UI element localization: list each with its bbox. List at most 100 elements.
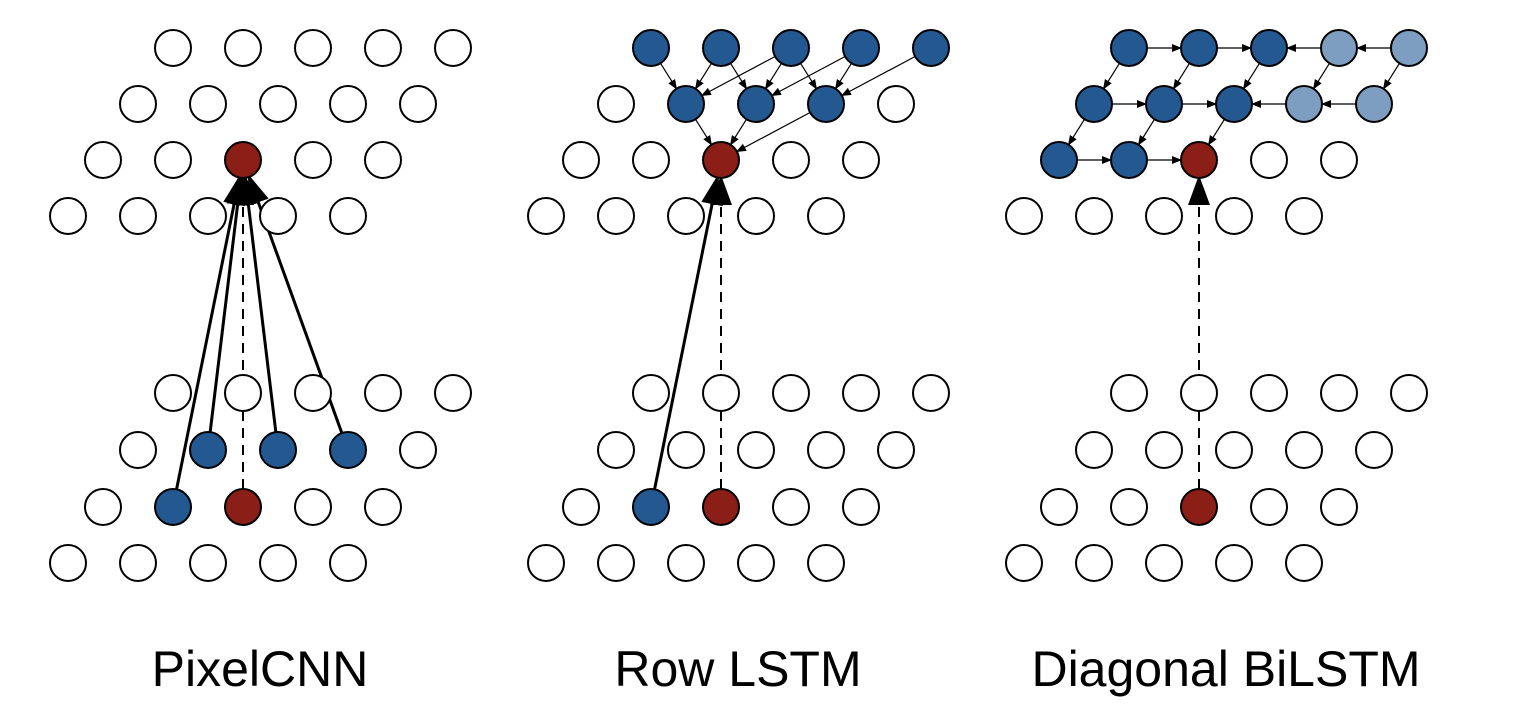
pixel-node-white — [597, 544, 635, 582]
pixel-nodes — [49, 29, 1428, 582]
pixel-node-white — [364, 141, 402, 179]
pixel-node-blue — [259, 431, 297, 469]
pixel-node-lightblue — [1285, 85, 1323, 123]
pixel-node-white — [119, 544, 157, 582]
pixel-node-white — [84, 141, 122, 179]
pixel-node-white — [259, 544, 297, 582]
pixel-node-red — [702, 488, 740, 526]
pixel-node-blue — [189, 431, 227, 469]
pixel-node-blue — [154, 488, 192, 526]
receptive-field-arrow — [208, 174, 249, 433]
pixel-node-white — [1075, 544, 1113, 582]
pixel-node-blue — [702, 29, 740, 67]
pixel-node-white — [1250, 374, 1288, 412]
pixel-node-white — [1390, 374, 1428, 412]
pixel-node-blue — [1075, 85, 1113, 123]
diagonal-lstm-edge — [1208, 118, 1225, 146]
pixel-node-blue — [1110, 29, 1148, 67]
row-lstm-edge — [695, 118, 712, 146]
receptive-field-arrow — [175, 174, 245, 490]
pixel-node-white — [1215, 544, 1253, 582]
row-lstm-edge — [765, 62, 782, 90]
pixel-node-blue — [1040, 141, 1078, 179]
pixel-node-white — [329, 197, 367, 235]
pixel-node-white — [329, 544, 367, 582]
pixel-node-white — [1250, 141, 1288, 179]
diagonal-lstm-edge — [1313, 62, 1330, 90]
pixel-node-white — [772, 488, 810, 526]
receptive-field-arrow — [653, 174, 723, 490]
pixel-node-white — [702, 374, 740, 412]
pixel-node-white — [84, 488, 122, 526]
pixel-node-white — [597, 197, 635, 235]
pixel-node-white — [1180, 374, 1218, 412]
pixel-node-white — [667, 544, 705, 582]
pixel-node-blue — [807, 85, 845, 123]
pixel-node-white — [189, 544, 227, 582]
pixel-node-white — [772, 374, 810, 412]
pixel-node-white — [1005, 197, 1043, 235]
pixel-node-blue — [772, 29, 810, 67]
pixel-node-white — [294, 141, 332, 179]
row-lstm-edge — [840, 55, 916, 97]
pixel-node-white — [434, 374, 472, 412]
pixel-node-white — [1285, 544, 1323, 582]
pixel-node-white — [364, 29, 402, 67]
pixel-node-white — [562, 488, 600, 526]
pixel-node-white — [1005, 544, 1043, 582]
pixel-node-white — [399, 431, 437, 469]
row-lstm-edge — [735, 111, 811, 153]
pixel-node-white — [1320, 374, 1358, 412]
caption-diagonal-bilstm: Diagonal BiLSTM — [1031, 641, 1421, 697]
row-lstm-edge — [695, 62, 712, 90]
row-lstm-edge — [835, 62, 852, 90]
pixel-node-white — [1285, 431, 1323, 469]
pixel-node-blue — [1145, 85, 1183, 123]
pixel-node-white — [737, 431, 775, 469]
pixel-node-white — [364, 374, 402, 412]
diagonal-lstm-edge — [1173, 62, 1190, 90]
pixel-node-white — [842, 141, 880, 179]
pixel-node-white — [1250, 488, 1288, 526]
pixel-node-white — [224, 29, 262, 67]
pixel-node-blue — [1110, 141, 1148, 179]
pixel-node-white — [597, 85, 635, 123]
pixel-node-white — [1320, 141, 1358, 179]
pixel-node-blue — [1215, 85, 1253, 123]
pixel-node-white — [189, 85, 227, 123]
pixel-node-white — [224, 374, 262, 412]
pixel-node-white — [562, 141, 600, 179]
pixel-node-white — [364, 488, 402, 526]
dependency-edges — [175, 44, 1400, 490]
pixel-node-blue — [842, 29, 880, 67]
pixel-node-white — [1320, 488, 1358, 526]
pixel-node-white — [1145, 431, 1183, 469]
pixel-node-red — [1180, 141, 1218, 179]
pixel-node-white — [1075, 431, 1113, 469]
diagonal-lstm-edge — [1103, 62, 1120, 90]
pixel-node-red — [702, 141, 740, 179]
pixel-node-white — [737, 197, 775, 235]
pixel-node-white — [1075, 197, 1113, 235]
pixel-node-white — [842, 488, 880, 526]
diagonal-lstm-edge — [1243, 62, 1260, 90]
pixel-node-white — [154, 374, 192, 412]
pixel-node-white — [189, 197, 227, 235]
pixel-node-white — [294, 374, 332, 412]
receptive-field-arrow — [237, 174, 278, 433]
pixel-node-lightblue — [1320, 29, 1358, 67]
pixel-node-white — [49, 544, 87, 582]
pixel-node-white — [877, 431, 915, 469]
pixel-node-white — [632, 141, 670, 179]
pixel-node-white — [737, 544, 775, 582]
pixel-node-red — [224, 141, 262, 179]
row-lstm-edge — [730, 62, 747, 90]
pixel-node-white — [632, 374, 670, 412]
pixel-node-red — [224, 488, 262, 526]
pixel-node-white — [527, 544, 565, 582]
pixel-node-white — [1110, 488, 1148, 526]
pixel-node-white — [294, 29, 332, 67]
pixel-node-white — [1145, 544, 1183, 582]
pixel-node-white — [1040, 488, 1078, 526]
